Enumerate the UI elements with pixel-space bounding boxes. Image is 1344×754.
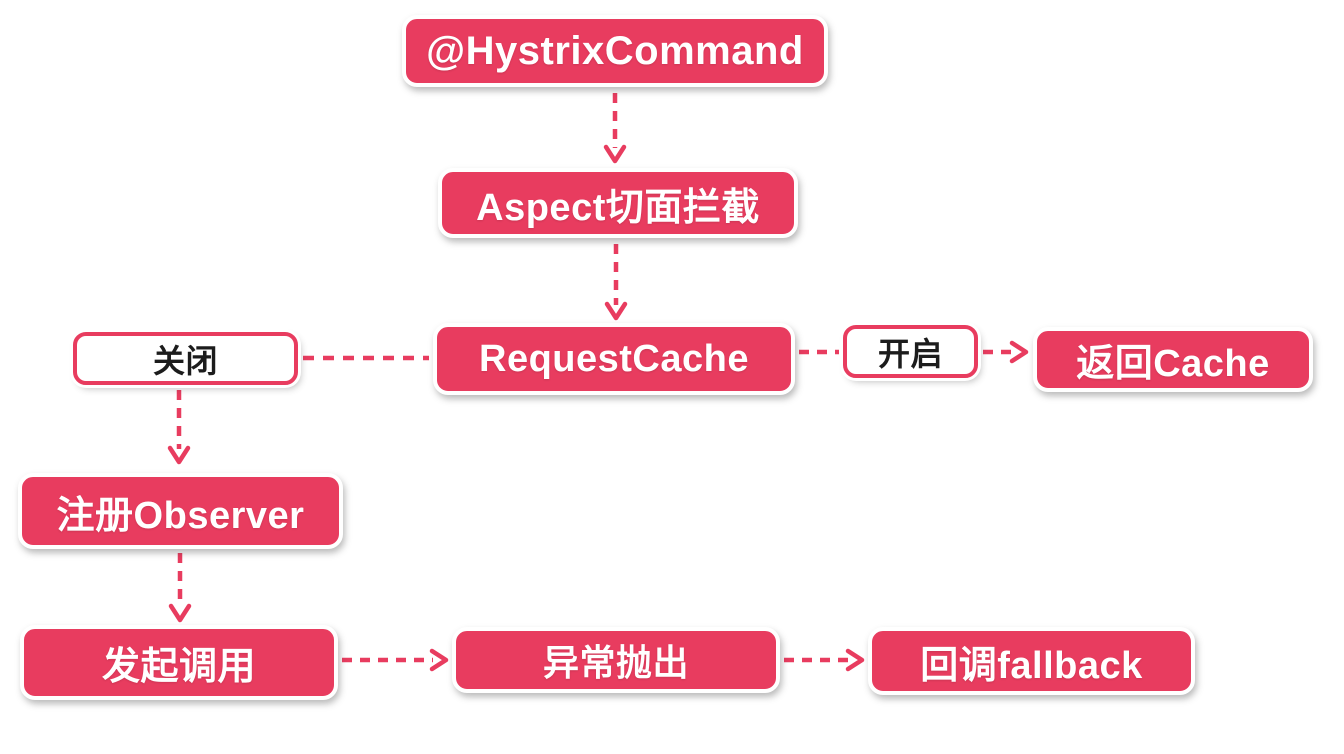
node-register-observer: 注册Observer <box>18 473 343 549</box>
node-cache-off-label: 关闭 <box>152 342 218 379</box>
node-fallback-callback: 回调fallback <box>868 627 1195 695</box>
node-invoke-call-label: 发起调用 <box>101 646 256 688</box>
node-aspect-intercept-label: Aspect切面拦截 <box>476 186 760 229</box>
node-request-cache: RequestCache <box>433 323 795 395</box>
arrow-observer-to-invoke <box>168 553 192 623</box>
node-exception-thrown: 异常抛出 <box>452 627 780 693</box>
node-cache-off: 关闭 <box>73 332 298 385</box>
node-exception-thrown-label: 异常抛出 <box>542 642 689 683</box>
arrow-aspect-to-requestcache <box>604 244 628 321</box>
node-invoke-call: 发起调用 <box>20 625 338 700</box>
node-cache-on: 开启 <box>843 325 978 378</box>
arrow-invoke-to-exception <box>342 648 449 672</box>
node-aspect-intercept: Aspect切面拦截 <box>438 168 798 238</box>
node-request-cache-label: RequestCache <box>479 337 749 380</box>
node-cache-on-label: 开启 <box>877 335 943 372</box>
node-return-cache: 返回Cache <box>1033 327 1313 392</box>
node-hystrix-command: @HystrixCommand <box>402 15 828 87</box>
node-hystrix-command-label: @HystrixCommand <box>426 28 804 73</box>
arrow-hystrix-to-aspect <box>603 93 627 164</box>
arrow-cacheoff-to-observer <box>167 390 191 465</box>
node-register-observer-label: 注册Observer <box>56 494 305 537</box>
node-fallback-callback-label: 回调fallback <box>920 644 1143 687</box>
node-return-cache-label: 返回Cache <box>1076 343 1270 385</box>
arrow-exception-to-fallback <box>784 648 865 672</box>
arrow-cacheon-to-returncache <box>983 340 1029 364</box>
